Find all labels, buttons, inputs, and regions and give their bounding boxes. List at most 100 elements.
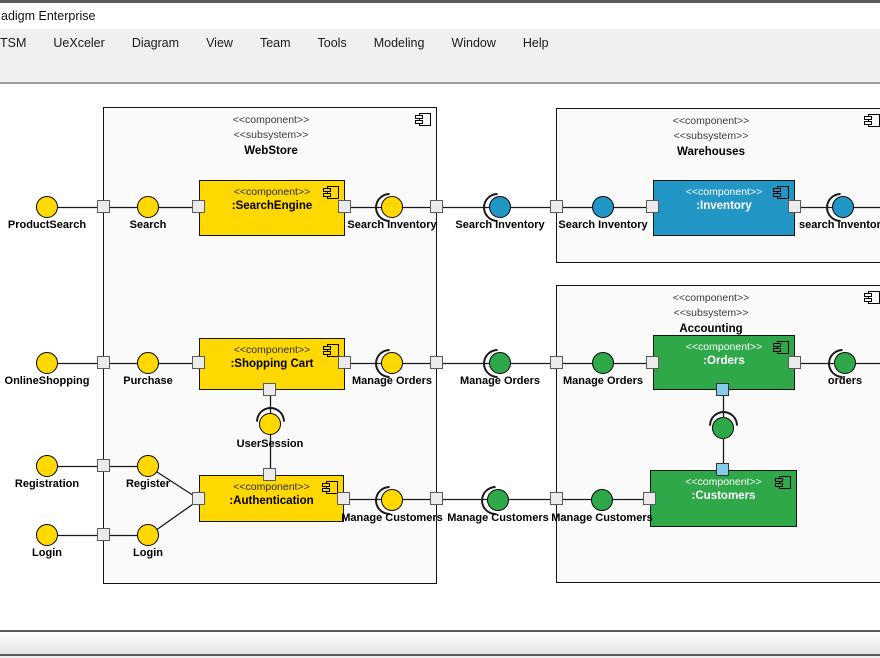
port-customers-top-selected[interactable] xyxy=(716,463,729,476)
port-warehouses-left[interactable] xyxy=(550,200,563,213)
menu-item-diagram[interactable]: Diagram xyxy=(131,35,180,50)
interface-label-manage-customers-3[interactable]: Manage Customers xyxy=(551,512,653,524)
component-icon xyxy=(773,341,789,354)
component-stereotype: <<component>> xyxy=(233,481,310,493)
component-shopping-cart[interactable]: <<component>>:Shopping Cart xyxy=(199,338,345,390)
menu-item-modeling[interactable]: Modeling xyxy=(373,35,425,50)
interface-label-manage-orders-1[interactable]: Manage Orders xyxy=(351,375,433,387)
menu-item-tools[interactable]: Tools xyxy=(317,35,347,50)
interface-ball-search-inventory-4[interactable] xyxy=(832,196,854,218)
port-shoppingcart-left[interactable] xyxy=(192,356,205,369)
interface-label-search[interactable]: Search xyxy=(129,219,167,231)
interface-label-usersession[interactable]: UserSession xyxy=(236,438,304,450)
container-name: WebStore xyxy=(244,145,298,157)
interface-ball-search-inventory-3[interactable] xyxy=(592,196,614,218)
interface-label-search-inventory-1[interactable]: Search Inventory xyxy=(347,219,437,231)
interface-ball-onlineshopping[interactable] xyxy=(36,352,58,374)
port-authentication-top[interactable] xyxy=(263,468,276,481)
port-inventory-left[interactable] xyxy=(646,200,659,213)
port-webstore-left-login[interactable] xyxy=(97,528,110,541)
interface-label-search-inventory-3[interactable]: Search Inventory xyxy=(558,219,648,231)
interface-ball-orders-customers[interactable] xyxy=(712,417,734,439)
port-searchengine-left[interactable] xyxy=(192,200,205,213)
port-orders-left[interactable] xyxy=(646,356,659,369)
component-orders[interactable]: <<component>> :Orders xyxy=(653,335,795,390)
interface-ball-orders-iface[interactable] xyxy=(834,352,856,374)
interface-label-manage-orders-3[interactable]: Manage Orders xyxy=(562,375,644,387)
port-orders-bottom-selected[interactable] xyxy=(716,383,729,396)
interface-ball-purchase[interactable] xyxy=(137,352,159,374)
interface-ball-manage-orders-2[interactable] xyxy=(489,352,511,374)
interface-ball-manage-customers-3[interactable] xyxy=(591,489,613,511)
interface-label-login-inner[interactable]: Login xyxy=(133,547,163,559)
toolbar-strip xyxy=(0,56,880,84)
port-webstore-right-search[interactable] xyxy=(430,200,443,213)
interface-label-search-inventory-2[interactable]: Search Inventory xyxy=(455,219,545,231)
port-webstore-right-custs[interactable] xyxy=(430,492,443,505)
port-accounting-left-custs[interactable] xyxy=(550,492,563,505)
component-name: :Customers xyxy=(691,490,756,502)
port-customers-left[interactable] xyxy=(643,492,656,505)
component-customers[interactable]: <<component>>:Customers xyxy=(650,470,797,527)
interface-label-orders-iface[interactable]: orders xyxy=(827,375,863,387)
interface-ball-login-inner[interactable] xyxy=(137,524,159,546)
interface-label-manage-orders-2[interactable]: Manage Orders xyxy=(459,375,541,387)
component-stereotype: <<component>> xyxy=(685,341,763,353)
port-inventory-right[interactable] xyxy=(788,200,801,213)
diagram-canvas[interactable]: <<component>> <<subsystem>> WebStore <<comp… xyxy=(0,84,880,630)
container-stereotype: <<subsystem>> xyxy=(673,130,749,142)
interface-ball-search-inventory-1[interactable] xyxy=(381,196,403,218)
component-stereotype: <<component>> xyxy=(685,186,763,198)
menu-item-team[interactable]: Team xyxy=(259,35,291,50)
menu-item-window[interactable]: Window xyxy=(451,35,496,50)
port-authentication-right[interactable] xyxy=(337,492,350,505)
port-orders-right[interactable] xyxy=(788,356,801,369)
component-icon xyxy=(323,344,339,357)
port-webstore-left-purchase[interactable] xyxy=(97,356,110,369)
interface-label-login-outer[interactable]: Login xyxy=(32,547,62,559)
interface-ball-manage-orders-1[interactable] xyxy=(381,352,403,374)
interface-ball-manage-customers-1[interactable] xyxy=(381,489,403,511)
interface-ball-manage-customers-2[interactable] xyxy=(487,489,509,511)
menu-item-view[interactable]: View xyxy=(206,35,233,50)
component-icon xyxy=(323,186,339,199)
component-inventory[interactable]: <<component>>:Inventory xyxy=(653,180,795,236)
interface-ball-registration[interactable] xyxy=(36,455,58,477)
port-searchengine-right[interactable] xyxy=(338,200,351,213)
interface-ball-usersession[interactable] xyxy=(259,413,281,435)
component-name: :Orders xyxy=(703,355,745,367)
interface-label-register[interactable]: Register xyxy=(125,478,171,490)
port-webstore-left-search[interactable] xyxy=(97,200,110,213)
port-authentication-left[interactable] xyxy=(192,492,205,505)
component-name: :Authentication xyxy=(229,495,314,507)
interface-ball-search-inventory-2[interactable] xyxy=(489,196,511,218)
component-authentication[interactable]: <<component>> :Authentication xyxy=(199,475,344,522)
interface-ball-login-outer[interactable] xyxy=(36,524,58,546)
port-shoppingcart-bottom[interactable] xyxy=(263,383,276,396)
container-stereotype: <<component>> xyxy=(672,115,750,127)
container-name: Accounting xyxy=(679,323,743,335)
interface-label-registration[interactable]: Registration xyxy=(14,478,80,490)
status-bar xyxy=(0,630,880,656)
port-accounting-left-orders[interactable] xyxy=(550,356,563,369)
menu-item-help[interactable]: Help xyxy=(522,35,549,50)
interface-ball-register[interactable] xyxy=(137,455,159,477)
port-webstore-left-register[interactable] xyxy=(97,459,110,472)
interface-label-purchase[interactable]: Purchase xyxy=(123,375,173,387)
component-icon xyxy=(415,113,431,126)
component-search-engine[interactable]: <<component>>:SearchEngine xyxy=(199,180,345,236)
interface-ball-productsearch[interactable] xyxy=(36,196,58,218)
menu-item-uexceler[interactable]: UeXceler xyxy=(53,35,105,50)
interface-ball-manage-orders-3[interactable] xyxy=(592,352,614,374)
port-shoppingcart-right[interactable] xyxy=(338,356,351,369)
menu-item-tsm[interactable]: TSM xyxy=(0,35,27,50)
interface-label-manage-customers-2[interactable]: Manage Customers xyxy=(447,512,549,524)
interface-label-onlineshopping[interactable]: OnlineShopping xyxy=(4,375,90,387)
interface-label-productsearch[interactable]: ProductSearch xyxy=(7,219,87,231)
interface-label-manage-customers-1[interactable]: Manage Customers xyxy=(341,512,443,524)
interface-label-search-inventory-4[interactable]: search inventory xyxy=(798,219,880,231)
port-webstore-right-orders[interactable] xyxy=(430,356,443,369)
window-footer xyxy=(0,656,880,658)
component-name: :Shopping Cart xyxy=(230,358,314,370)
interface-ball-search[interactable] xyxy=(137,196,159,218)
